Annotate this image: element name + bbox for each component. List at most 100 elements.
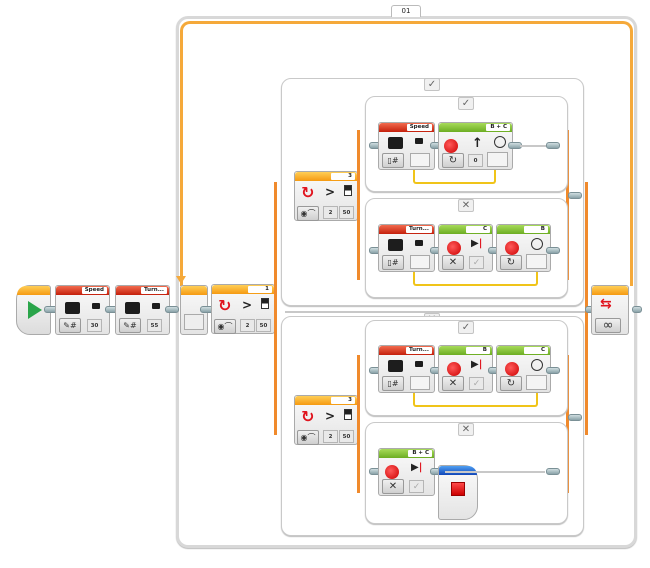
- power-input[interactable]: [487, 152, 508, 167]
- large-motor-icon: [505, 241, 519, 255]
- motor-ports[interactable]: B + C: [486, 124, 510, 131]
- sensor-port[interactable]: 3: [331, 397, 355, 404]
- speedometer-icon: [531, 359, 543, 371]
- variable-name[interactable]: Speed: [406, 124, 432, 131]
- large-motor-block-off[interactable]: B ▶| ✕ ✓: [438, 345, 493, 393]
- upper-switch-sensor-block[interactable]: 3 ↻ > ◉⌒ 2 50: [294, 171, 358, 221]
- value-output[interactable]: [410, 376, 430, 390]
- mode-selector-off[interactable]: ✕: [442, 376, 464, 391]
- value-output[interactable]: [410, 153, 430, 167]
- mode-selector-write-numeric[interactable]: ✎#: [119, 318, 141, 333]
- switch-header: 3: [295, 172, 357, 181]
- upper-true-tab[interactable]: ✓: [458, 97, 474, 110]
- variable-block-turn[interactable]: Turn... ✎# 55: [115, 285, 170, 335]
- loop-icon: ⇆: [600, 296, 612, 312]
- variable-name[interactable]: Turn...: [406, 347, 432, 354]
- variable-name[interactable]: Turn...: [406, 226, 432, 233]
- compare-type-input[interactable]: 2: [323, 206, 338, 219]
- variable-read-block-turn[interactable]: Turn... ▯#: [378, 345, 435, 393]
- value-input[interactable]: 30: [87, 319, 102, 332]
- motor-header: C: [439, 225, 492, 234]
- lower-true-tab[interactable]: ✓: [458, 321, 474, 334]
- power-input[interactable]: [526, 375, 547, 390]
- outer-switch-divider: [285, 311, 585, 313]
- gyro-sensor-icon: ↻: [218, 296, 232, 315]
- mode-selector-off[interactable]: ✕: [442, 255, 464, 270]
- sequence-plug[interactable]: [568, 414, 582, 421]
- threshold-input[interactable]: 50: [339, 430, 354, 443]
- loop-end-block[interactable]: ⇆ ∞: [591, 285, 629, 335]
- speedometer-icon: [531, 238, 543, 250]
- sequence-plug[interactable]: [632, 306, 642, 313]
- variable-read-block-speed[interactable]: Speed ▯#: [378, 122, 435, 170]
- sensor-port[interactable]: 1: [248, 286, 272, 293]
- outer-true-tab[interactable]: ✓: [424, 78, 440, 91]
- lower-switch-right-bracket: [566, 355, 569, 493]
- motor-port[interactable]: C: [466, 226, 490, 233]
- mode-selector-off[interactable]: ✕: [382, 479, 404, 494]
- sequence-plug[interactable]: [568, 192, 582, 199]
- mode-selector-compare[interactable]: ◉⌒: [297, 430, 319, 445]
- mode-selector-on[interactable]: ↻: [500, 376, 522, 391]
- large-motor-block-on[interactable]: C ↻: [496, 345, 551, 393]
- mode-selector-on[interactable]: ↻: [500, 255, 522, 270]
- motor-port[interactable]: B: [466, 347, 490, 354]
- variable-name[interactable]: Turn...: [141, 287, 167, 294]
- large-motor-block-off[interactable]: C ▶| ✕ ✓: [438, 224, 493, 272]
- outer-switch-sensor-block[interactable]: 1 ↻ > ◉⌒ 2 50: [211, 284, 275, 334]
- loop-mode-selector[interactable]: ∞: [595, 318, 621, 333]
- suitcase-icon: [65, 302, 80, 314]
- stop-program-block[interactable]: [438, 465, 478, 520]
- value-input[interactable]: 55: [147, 319, 162, 332]
- compare-operator: >: [325, 185, 336, 199]
- motor-port[interactable]: C: [524, 347, 548, 354]
- compare-type-input[interactable]: 2: [240, 319, 255, 332]
- lower-false-tab[interactable]: ✕: [458, 423, 474, 436]
- mode-selector-read-numeric[interactable]: ▯#: [382, 153, 404, 168]
- mode-selector-on[interactable]: ↻: [442, 153, 464, 168]
- mode-selector-compare[interactable]: ◉⌒: [214, 319, 236, 334]
- brake-input[interactable]: ✓: [469, 377, 484, 390]
- sequence-plug[interactable]: [546, 247, 560, 254]
- loop-return-arrow: [176, 276, 186, 284]
- gyro-sensor-icon: ↻: [301, 407, 315, 426]
- loop-name-label[interactable]: 01: [391, 5, 421, 17]
- steering-motor-icon: [444, 139, 458, 153]
- stop-mode-icon: ▶|: [411, 462, 423, 473]
- mode-selector-write-numeric[interactable]: ✎#: [59, 318, 81, 333]
- variable-read-block-turn[interactable]: Turn... ▯#: [378, 224, 435, 272]
- sequence-plug[interactable]: [546, 142, 560, 149]
- variable-block-speed[interactable]: Speed ✎# 30: [55, 285, 110, 335]
- move-steering-block-off[interactable]: B + C ▶| ✕ ✓: [378, 448, 435, 496]
- sequence-plug[interactable]: [546, 468, 560, 475]
- outer-switch-left-bracket: [274, 182, 277, 435]
- data-wire: [413, 170, 496, 184]
- brake-input[interactable]: ✓: [409, 480, 424, 493]
- sequence-plug[interactable]: [546, 367, 560, 374]
- power-input[interactable]: [526, 254, 547, 269]
- stop-mode-icon: ▶|: [471, 359, 483, 370]
- brake-input[interactable]: ✓: [469, 256, 484, 269]
- large-motor-block-on[interactable]: B ↻: [496, 224, 551, 272]
- threshold-icon: [261, 298, 269, 309]
- threshold-input[interactable]: 50: [256, 319, 271, 332]
- lower-switch-sensor-block[interactable]: 3 ↻ > ◉⌒ 2 50: [294, 395, 358, 445]
- sequence-plug[interactable]: [165, 306, 179, 313]
- start-block-header: [17, 286, 50, 295]
- motor-port[interactable]: B: [524, 226, 548, 233]
- loop-end-header: [592, 286, 628, 295]
- threshold-input[interactable]: 50: [339, 206, 354, 219]
- steering-input[interactable]: 0: [468, 154, 483, 167]
- mode-selector-compare[interactable]: ◉⌒: [297, 206, 319, 221]
- compare-type-input[interactable]: 2: [323, 430, 338, 443]
- motor-ports[interactable]: B + C: [408, 450, 432, 457]
- value-output[interactable]: [410, 255, 430, 269]
- move-steering-block[interactable]: B + C ↑ ↻ 0: [438, 122, 513, 170]
- mode-selector-read-numeric[interactable]: ▯#: [382, 376, 404, 391]
- mode-selector-read-numeric[interactable]: ▯#: [382, 255, 404, 270]
- upper-false-tab[interactable]: ✕: [458, 199, 474, 212]
- sequence-wire: [520, 145, 548, 147]
- variable-name[interactable]: Speed: [81, 287, 107, 294]
- sensor-port[interactable]: 3: [331, 173, 355, 180]
- variable-header: Speed: [56, 286, 109, 295]
